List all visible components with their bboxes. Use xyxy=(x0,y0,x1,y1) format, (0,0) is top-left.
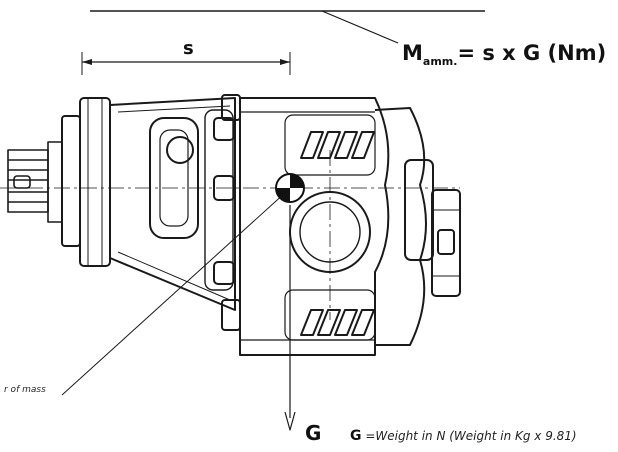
weight-legend-symbol: G xyxy=(350,428,362,444)
moment-expression: = s x G (Nm) xyxy=(457,41,606,65)
dim-arrow-left xyxy=(82,59,92,65)
weight-legend: G =Weight in N (Weight in Kg x 9.81) xyxy=(350,428,577,444)
center-of-mass-label: r of mass xyxy=(4,385,46,395)
front-flange xyxy=(61,97,111,267)
center-of-mass-icon xyxy=(275,173,305,203)
pump-outline xyxy=(0,10,485,431)
moment-symbol: M xyxy=(402,41,423,65)
weight-legend-text: =Weight in N (Weight in Kg x 9.81) xyxy=(362,429,577,443)
center-of-mass-leader xyxy=(61,191,287,396)
moment-subscript: amm. xyxy=(423,55,458,68)
moment-formula: Mamm.= s x G (Nm) xyxy=(402,41,606,68)
grip-ribs-bottom xyxy=(300,309,375,336)
pump-body xyxy=(109,94,241,331)
moment-leader-line xyxy=(321,10,399,44)
shaft xyxy=(7,141,63,223)
dim-arrow-right xyxy=(280,59,290,65)
grip-ribs-top xyxy=(300,131,375,159)
dimension-s-label: s xyxy=(183,38,194,59)
rear-body xyxy=(239,97,461,356)
weight-arrowhead xyxy=(284,411,296,431)
force-symbol: G xyxy=(305,421,321,445)
